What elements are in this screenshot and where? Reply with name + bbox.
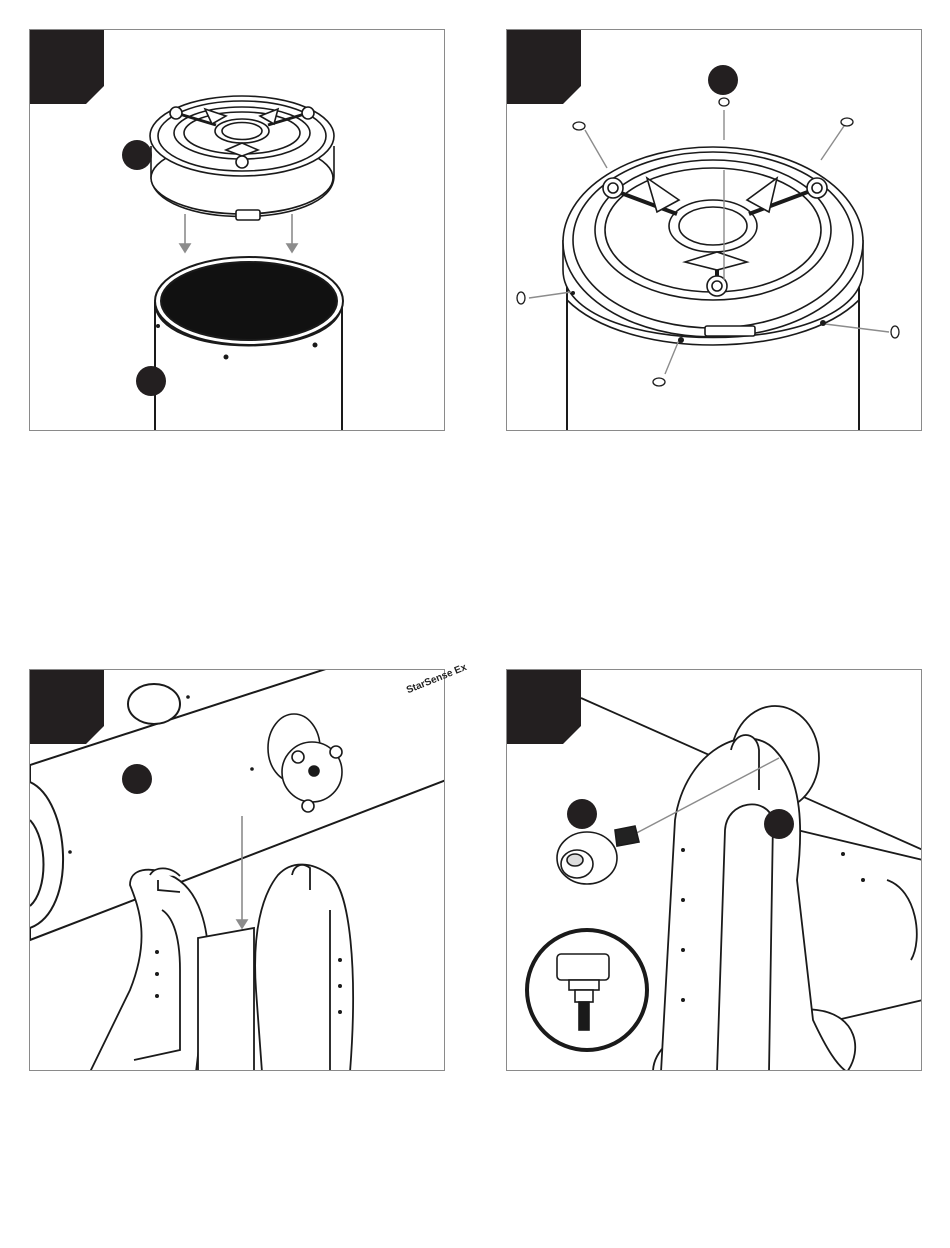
step-panel-2 [506,29,922,431]
mirror-cell [563,147,863,345]
step-panel-3 [29,669,445,1071]
step-1-illustration [30,30,445,431]
step-number-tab [30,670,104,744]
callout-2 [764,809,794,839]
step-number-tab [507,670,581,744]
callout-1 [708,65,738,95]
step-4-illustration [507,670,922,1071]
callout-1 [122,140,152,170]
step-number-tab [30,30,104,104]
step-number-tab [507,30,581,104]
step-3-illustration [30,670,445,1071]
callout-1 [567,799,597,829]
step-2-illustration [507,30,922,431]
step-panel-4 [506,669,922,1071]
knob [557,826,639,884]
callout-2 [136,366,166,396]
step-panel-1 [29,29,445,431]
callout-1 [122,764,152,794]
mirror-cell [150,96,334,220]
